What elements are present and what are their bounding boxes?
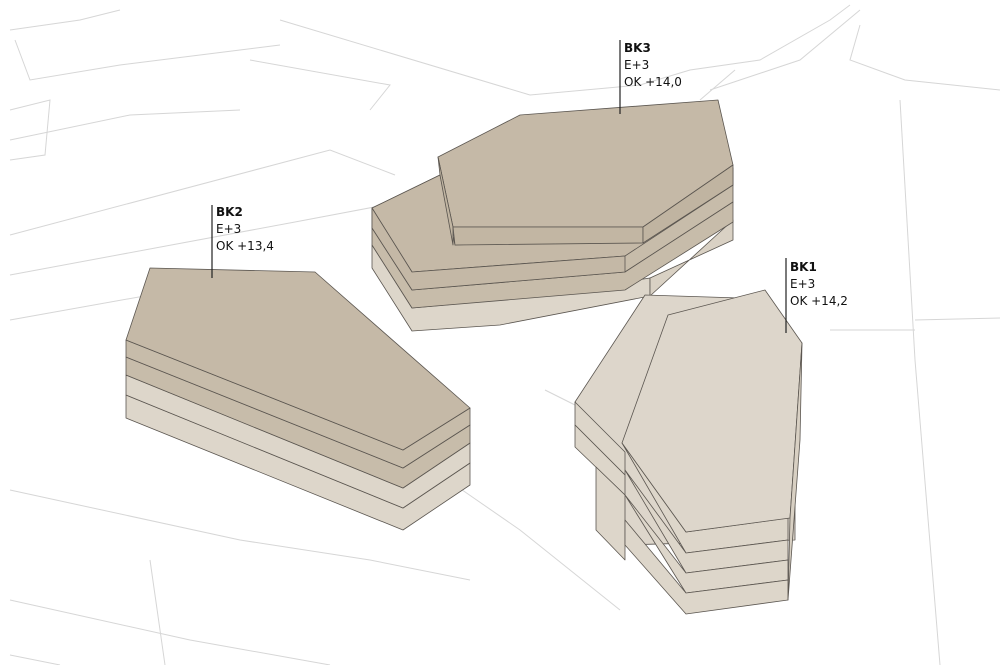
- bk3-lower-roof-front: [371, 207, 626, 291]
- bk2-name: BK2: [216, 205, 243, 219]
- bk1-roof-right-side: [787, 342, 803, 601]
- bk1-height: OK +14,2: [790, 294, 848, 308]
- bk3-height: OK +14,0: [624, 75, 682, 89]
- bk2-height: OK +13,4: [216, 239, 274, 253]
- bk1-name: BK1: [790, 260, 817, 274]
- bk1-floor-2: [624, 469, 789, 574]
- bk3-floors: E+3: [624, 58, 649, 72]
- bk1-floors: E+3: [790, 277, 815, 291]
- building-bk3: [371, 99, 734, 332]
- bk3-upper-roof-side: [437, 156, 454, 246]
- label-bk3: BK3 E+3 OK +14,0: [619, 40, 682, 114]
- bk3-name: BK3: [624, 41, 651, 55]
- bk1-floor-3: [624, 494, 789, 594]
- bk3-upper-roof-front: [452, 226, 644, 246]
- label-bk2: BK2 E+3 OK +13,4: [211, 205, 274, 278]
- bk2-floors: E+3: [216, 222, 241, 236]
- bk1-lower-floor-3: [595, 466, 626, 561]
- label-bk1: BK1 E+3 OK +14,2: [785, 258, 848, 333]
- bk2-roof: [125, 267, 471, 451]
- map-lines: [9, 4, 1000, 665]
- building-bk2: [125, 267, 471, 531]
- building-bk1: [574, 289, 803, 615]
- bk3-upper-roof-right: [642, 164, 734, 244]
